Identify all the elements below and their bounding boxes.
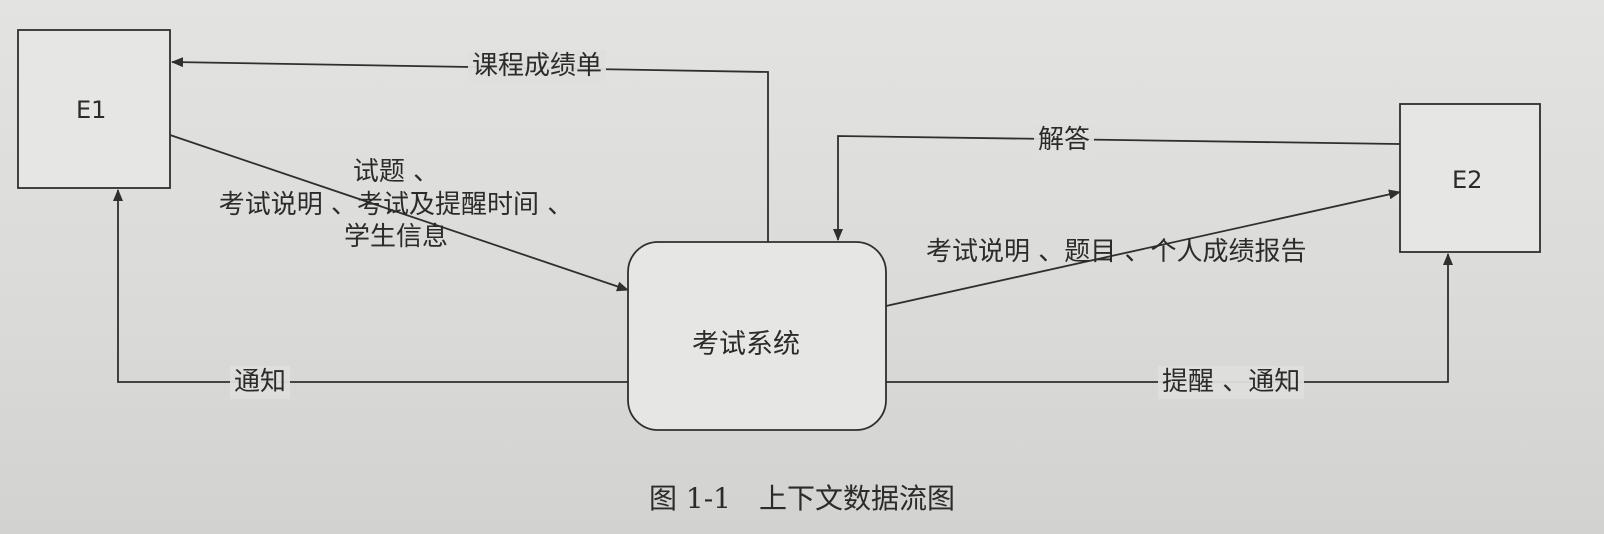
entity-e2-label: E2 — [1452, 166, 1483, 194]
flow-exam-inputs-label: 试题 、 考试说明 、考试及提醒时间 、 学生信息 — [172, 156, 620, 254]
figure-caption: 图 1-1 上下文数据流图 — [649, 482, 955, 515]
flow-remind-notify-line — [886, 253, 1453, 383]
entity-e1-label: E1 — [76, 96, 107, 124]
flow-exam-inputs-line-3: 学生信息 — [343, 222, 448, 252]
flow-answers-label: 解答 — [1034, 124, 1095, 157]
entity-e1-box — [17, 29, 171, 189]
flow-notify-e1-line — [113, 189, 628, 383]
flow-exam-inputs-line-1: 试题 、 — [352, 157, 440, 187]
flow-answers-line — [833, 135, 1401, 241]
flow-exam-outputs-label: 考试说明 、题目 、个人成绩报告 — [926, 237, 1307, 267]
flow-exam-outputs-line — [885, 189, 1401, 307]
flow-remind-notify-label: 提醒 、通知 — [1158, 366, 1305, 399]
entity-e2-box — [1399, 103, 1541, 253]
flow-grades-line — [171, 57, 769, 242]
process-box — [627, 241, 887, 431]
flow-grades-label: 课程成绩单 — [468, 50, 607, 83]
flow-exam-inputs-line-2: 考试说明 、考试及提醒时间 、 — [218, 189, 574, 220]
flow-exam-inputs-line — [169, 134, 629, 292]
flow-notify-e1-label: 通知 — [230, 366, 291, 399]
process-label: 考试系统 — [692, 329, 800, 360]
